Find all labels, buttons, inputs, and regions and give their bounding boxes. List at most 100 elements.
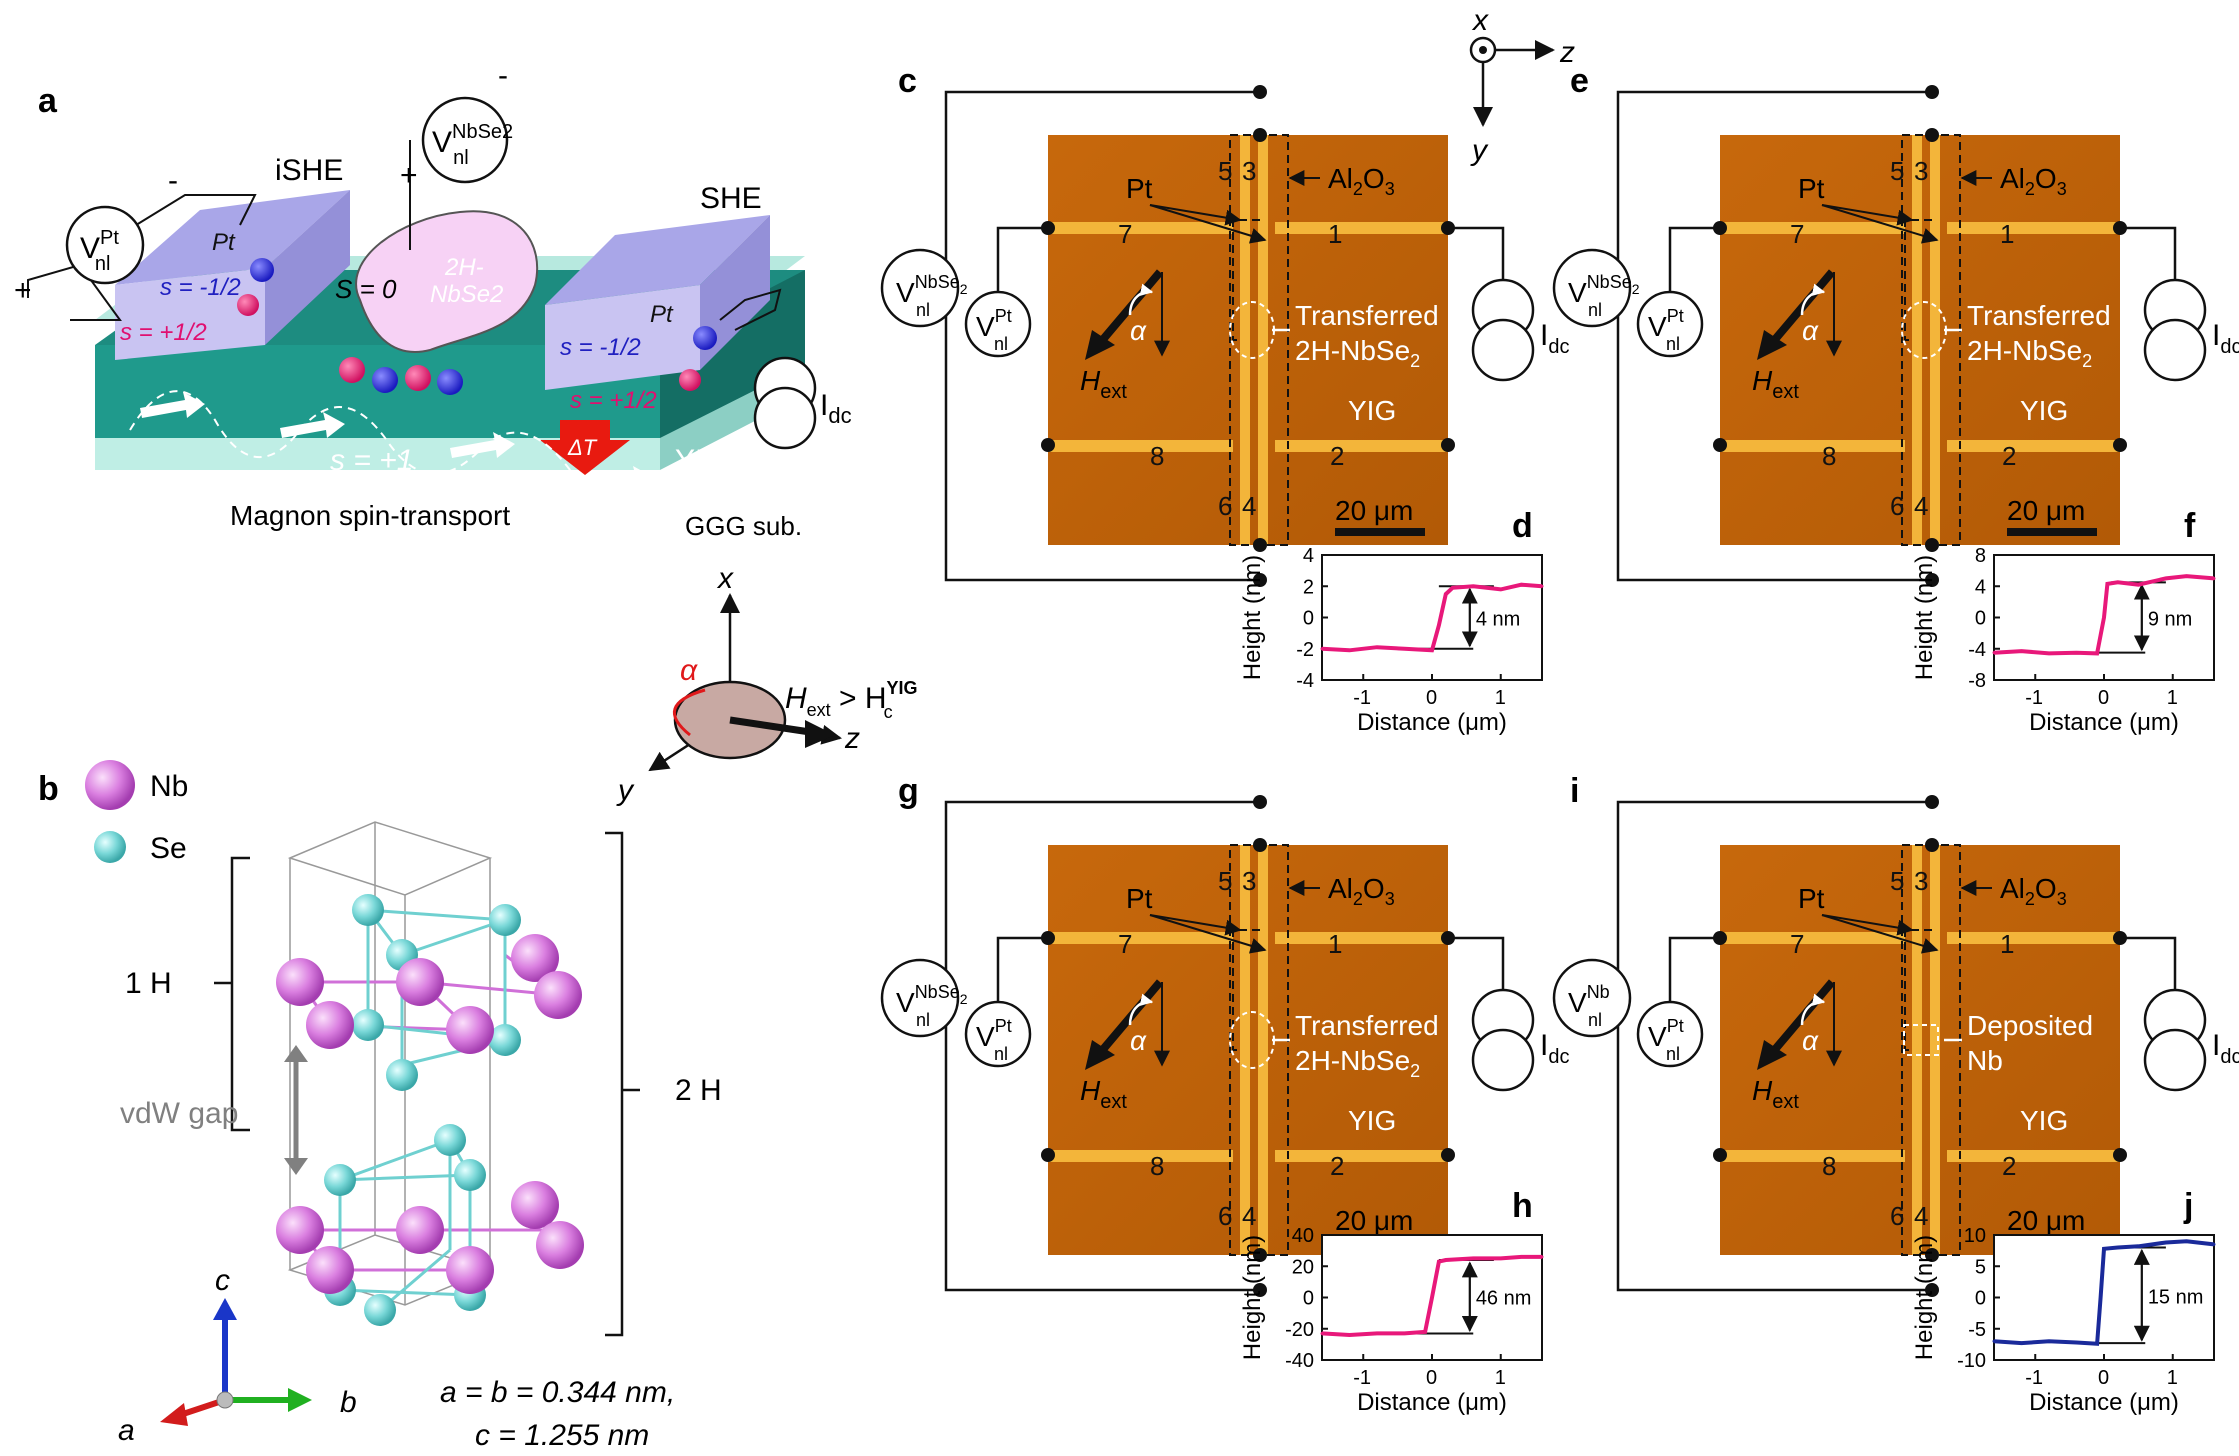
profile-point <box>1499 587 1503 591</box>
spin-blue-left <box>250 258 274 282</box>
hext-label: Hext <box>1080 1075 1127 1113</box>
coord-xyz: x z y <box>1469 4 1575 167</box>
contact-7: 7 <box>1790 929 1804 959</box>
y-tick: 40 <box>1292 1225 1314 1247</box>
x-axis-label: Distance (μm) <box>2029 709 2179 736</box>
hext-label: Hext <box>1752 365 1799 403</box>
delta-t-label: ΔT <box>567 435 598 460</box>
current-source-a-2 <box>753 386 817 450</box>
profile-point <box>2102 1247 2106 1251</box>
alpha-label: α <box>1802 1025 1819 1056</box>
panel-label-c: c <box>898 62 917 100</box>
lattice-ab: a = b = 0.344 nm, <box>440 1376 675 1409</box>
flake-label-line2: 2H-NbSe2 <box>1967 335 2092 371</box>
x-tick: 1 <box>1495 1367 1506 1389</box>
y-tick: -2 <box>1296 639 1314 661</box>
legend-se-ball <box>94 831 126 863</box>
magnon-label: Magnon spin-transport <box>230 500 510 531</box>
panel-b: b Nb Se <box>38 760 722 1452</box>
hext-label: Hext <box>1080 365 1127 403</box>
contact-8: 8 <box>1822 441 1836 471</box>
pt-label: Pt <box>1798 173 1825 204</box>
x-axis-label: Distance (μm) <box>1357 1389 1507 1416</box>
profile-point <box>2105 582 2109 586</box>
y-tick: 4 <box>1303 545 1314 567</box>
voltmeter-device <box>880 248 960 328</box>
profile-point <box>2185 574 2188 578</box>
profile-point <box>1320 647 1324 651</box>
contact-3: 3 <box>1242 866 1256 896</box>
flake-outline <box>1903 1024 1939 1056</box>
contact-2: 2 <box>2002 441 2016 471</box>
coord-z: z <box>1559 36 1575 69</box>
voltmeter-pt <box>1636 290 1704 358</box>
electrode-8 <box>1720 1150 1905 1162</box>
pt-strip-right <box>1930 135 1940 545</box>
pt-strip-left <box>1240 135 1250 545</box>
contact-6: 6 <box>1218 1201 1232 1231</box>
s-minus-half-right: s = -1/2 <box>560 334 641 361</box>
pt-label: Pt <box>1126 173 1153 204</box>
s-plus-half-left: s = +1/2 <box>120 319 207 346</box>
yig-label: YIG <box>1348 1105 1396 1136</box>
idc-label: Idc <box>2212 1029 2239 1068</box>
current-source-2 <box>2143 1028 2207 1092</box>
flake-label-line1: Transferred <box>1967 300 2111 331</box>
profile-point <box>2136 583 2140 587</box>
contact-2: 2 <box>1330 1151 1344 1181</box>
y-axis-label: Height (nm) <box>1911 555 1938 680</box>
legend-nb-ball <box>85 760 135 810</box>
axis-b: b <box>340 1386 357 1419</box>
contact-5: 5 <box>1218 156 1232 186</box>
plus-nbse2: + <box>400 159 418 192</box>
x-tick: -1 <box>2025 687 2043 709</box>
scale-bar <box>1335 528 1425 536</box>
scale-bar <box>2007 528 2097 536</box>
voltmeter-device <box>880 958 960 1038</box>
outer-circuit <box>944 90 1260 582</box>
legend-se: Se <box>150 832 187 865</box>
yig-label: YIG <box>1348 395 1396 426</box>
contact-8: 8 <box>1150 441 1164 471</box>
y-tick: 4 <box>1975 576 1986 598</box>
flake-label-line2: 2H-NbSe2 <box>1295 335 1420 371</box>
magnon-arrows <box>140 392 655 492</box>
al2o3-label: Al2O3 <box>2000 163 2067 199</box>
yig-label: YIG <box>2020 1105 2068 1136</box>
x-tick: -1 <box>1353 1367 1371 1389</box>
electrode-1 <box>1947 222 2120 234</box>
profile-point <box>1437 1260 1441 1264</box>
pt-strip-right <box>1930 845 1940 1255</box>
flake-label-line1: Transferred <box>1295 300 1439 331</box>
plus-ishe: + <box>14 274 32 307</box>
contact-2: 2 <box>1330 441 1344 471</box>
profile-point <box>1471 584 1475 588</box>
profile-point <box>2075 651 2078 655</box>
pt-strip-left <box>1912 135 1922 545</box>
current-source-2 <box>1471 318 1535 382</box>
current-source-2 <box>1471 1028 1535 1092</box>
profile-point <box>1348 1333 1351 1337</box>
contact-8: 8 <box>1822 1151 1836 1181</box>
profile-point <box>2075 1341 2078 1344</box>
profile-point <box>2164 576 2168 580</box>
profile-point <box>1992 1339 1996 1343</box>
contact-5: 5 <box>1890 866 1904 896</box>
spin-pink-left <box>237 294 259 316</box>
contact-1: 1 <box>2000 219 2014 249</box>
axis-c: c <box>215 1264 230 1297</box>
electrode-2 <box>1275 440 1448 452</box>
contact-4: 4 <box>1914 1201 1928 1231</box>
pt-left-side <box>265 190 350 345</box>
x-tick: 0 <box>2098 1367 2109 1389</box>
scale-label: 20 μm <box>1335 1205 1413 1236</box>
flake-label-line2: Nb <box>1967 1045 2003 1076</box>
